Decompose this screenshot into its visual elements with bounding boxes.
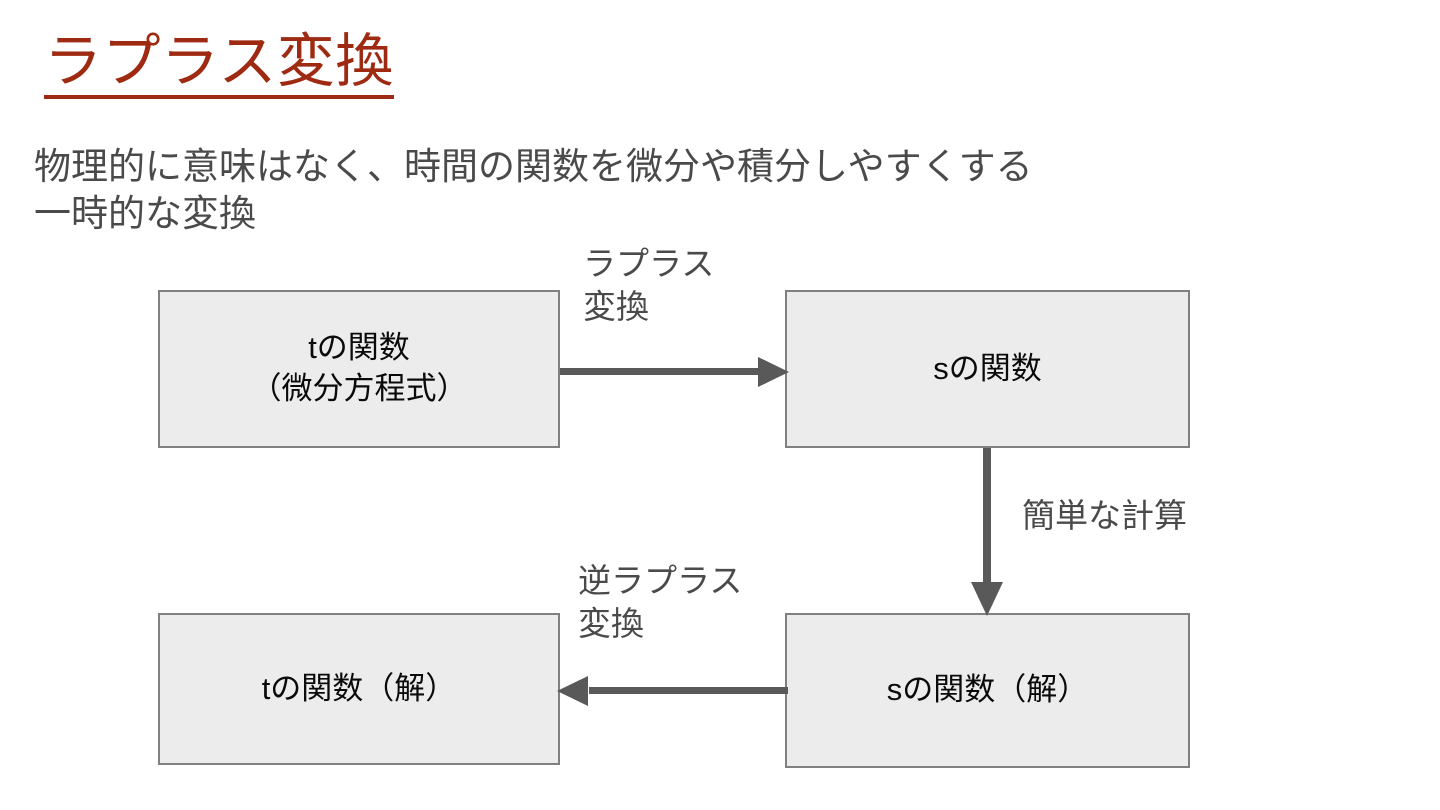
- arrow-shaft: [560, 368, 758, 375]
- diagram-box-label: sの関数: [933, 350, 1042, 386]
- diagram-box-label: sの関数（解）: [886, 672, 1089, 708]
- arrow-label-laplace-transform: ラプラス 変換: [583, 245, 715, 325]
- arrow-head: [971, 582, 1003, 616]
- arrow-shaft: [983, 448, 991, 582]
- arrow-head: [758, 357, 789, 387]
- diagram-box-s-function-solution[interactable]: sの関数（解）: [785, 613, 1190, 768]
- diagram-box-label: tの関数（解）: [261, 670, 457, 706]
- arrow-head: [557, 676, 588, 706]
- arrow-label-inverse-laplace-transform: 逆ラプラス 変換: [578, 562, 743, 642]
- arrow-label-simple-calculation: 簡単な計算: [1022, 497, 1187, 534]
- arrow-shaft: [589, 687, 788, 694]
- diagram-box-t-function[interactable]: tの関数 （微分方程式）: [158, 290, 560, 448]
- body-paragraph: 物理的に意味はなく、時間の関数を微分や積分しやすくする 一時的な変換: [34, 146, 1033, 235]
- diagram-box-label: tの関数 （微分方程式）: [250, 330, 468, 406]
- page-title: ラプラス変換: [44, 31, 394, 99]
- diagram-box-s-function[interactable]: sの関数: [785, 290, 1190, 448]
- diagram-box-t-function-solution[interactable]: tの関数（解）: [158, 613, 560, 765]
